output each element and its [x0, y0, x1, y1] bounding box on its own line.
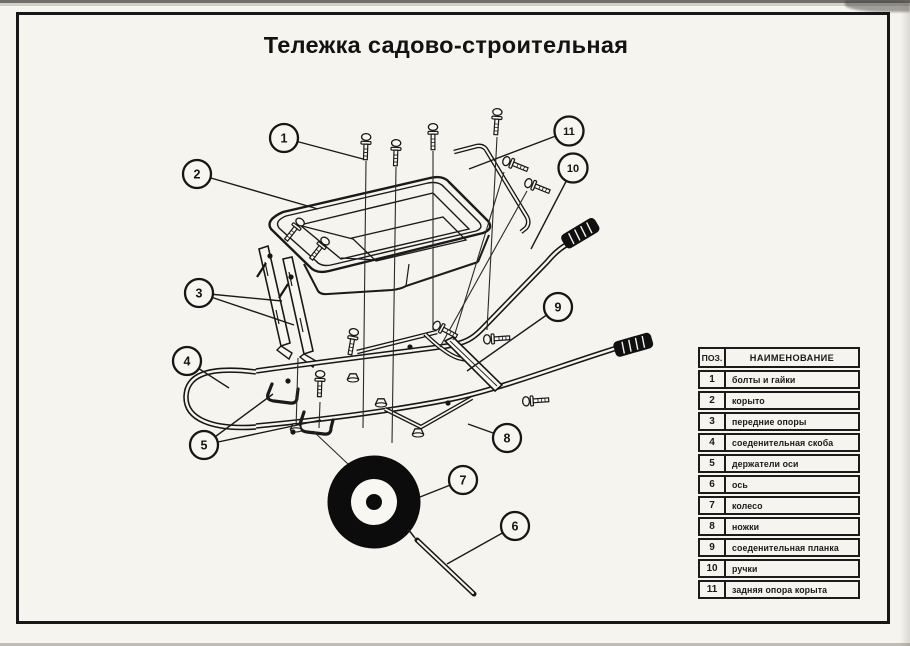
part-number-cell: 9 — [700, 540, 726, 555]
part-number-cell: 3 — [700, 414, 726, 429]
part-number-cell: 5 — [700, 456, 726, 471]
callout-number: 6 — [512, 520, 519, 534]
part-name-cell: держатели оси — [732, 458, 799, 469]
table-row: 2 корыто — [698, 391, 860, 410]
guide-lines — [295, 136, 528, 465]
table-row: 11 задняя опора корыта — [698, 580, 860, 599]
header-pos-cell: ПОЗ. — [700, 349, 726, 366]
callout-number: 10 — [567, 163, 579, 175]
table-row: 10 ручки — [698, 559, 860, 578]
scan-artifact-right — [900, 0, 910, 646]
callout-circle-1 — [268, 122, 300, 154]
callout-circle-3 — [183, 277, 215, 309]
part-number-cell: 1 — [700, 372, 726, 387]
callout-circle-7 — [447, 464, 479, 496]
part-number-cell: 4 — [700, 435, 726, 450]
part-handles — [559, 216, 655, 358]
part-name-cell: корыто — [732, 395, 765, 406]
callout-number: 4 — [184, 355, 191, 369]
callout-circle-10 — [557, 152, 589, 184]
part-name-cell: соеденительная скоба — [732, 437, 834, 448]
callout-circle-11 — [553, 115, 585, 147]
parts-table: ПОЗ. НАИМЕНОВАНИЕ 1 болты и гайки 2 коры… — [698, 347, 860, 601]
table-row: 5 держатели оси — [698, 454, 860, 473]
small-hardware-dots — [256, 253, 451, 435]
callout-number: 2 — [194, 168, 201, 182]
table-row: 3 передние опоры — [698, 412, 860, 431]
scan-artifact-top-soft — [0, 3, 910, 6]
table-row: 6 ось — [698, 475, 860, 494]
table-row: 7 колесо — [698, 496, 860, 515]
part-number-cell: 11 — [700, 582, 726, 597]
part-wheel — [327, 455, 421, 549]
table-row: 1 болты и гайки — [698, 370, 860, 389]
part-number-cell: 10 — [700, 561, 726, 576]
part-tub — [268, 175, 492, 296]
table-row: 8 ножки — [698, 517, 860, 536]
part-name-cell: колесо — [732, 500, 763, 511]
part-name-cell: ножки — [732, 521, 760, 532]
callout-numbers: 1 2 3 4 5 6 7 8 9 10 11 — [184, 126, 580, 534]
part-name-cell: болты и гайки — [732, 374, 796, 385]
part-name-cell: соеденительная планка — [732, 542, 839, 553]
scan-artifact-top — [0, 0, 910, 3]
part-number-cell: 6 — [700, 477, 726, 492]
part-name-cell: ручки — [732, 563, 758, 574]
part-rear-support — [453, 143, 531, 234]
callout-number: 7 — [460, 474, 467, 488]
part-number-cell: 8 — [700, 519, 726, 534]
part-front-supports — [258, 244, 317, 369]
scan-artifact-corner — [845, 0, 910, 12]
callouts — [171, 115, 589, 542]
callout-circle-2 — [181, 158, 213, 190]
part-frame-bracket — [183, 242, 618, 431]
parts-table-header: ПОЗ. НАИМЕНОВАНИЕ — [698, 347, 860, 368]
callout-circle-6 — [499, 510, 531, 542]
table-row: 4 соеденительная скоба — [698, 433, 860, 452]
scan-artifact-bottom — [0, 643, 910, 646]
callout-circle-8 — [491, 422, 523, 454]
part-name-cell: передние опоры — [732, 416, 807, 427]
scan-border-frame — [16, 12, 890, 624]
part-number-cell: 7 — [700, 498, 726, 513]
table-row: 9 соеденительная планка — [698, 538, 860, 557]
callout-number: 8 — [504, 432, 511, 446]
callout-number: 1 — [281, 132, 288, 146]
part-number-cell: 2 — [700, 393, 726, 408]
callout-number: 11 — [563, 126, 575, 138]
part-name-cell: ось — [732, 479, 748, 490]
callout-number: 3 — [196, 287, 203, 301]
callout-circle-4 — [171, 345, 203, 377]
part-axle — [407, 528, 477, 597]
callout-number: 9 — [555, 301, 562, 315]
callout-circle-5 — [188, 429, 220, 461]
part-legs — [384, 332, 477, 430]
part-connecting-plate — [443, 336, 504, 393]
part-name-cell: задняя опора корыта — [732, 584, 828, 595]
callout-number: 5 — [201, 439, 208, 453]
callout-circle-9 — [542, 291, 574, 323]
page-title: Тележка садово-строительная — [263, 32, 629, 58]
header-name-cell: НАИМЕНОВАНИЕ — [749, 352, 835, 363]
